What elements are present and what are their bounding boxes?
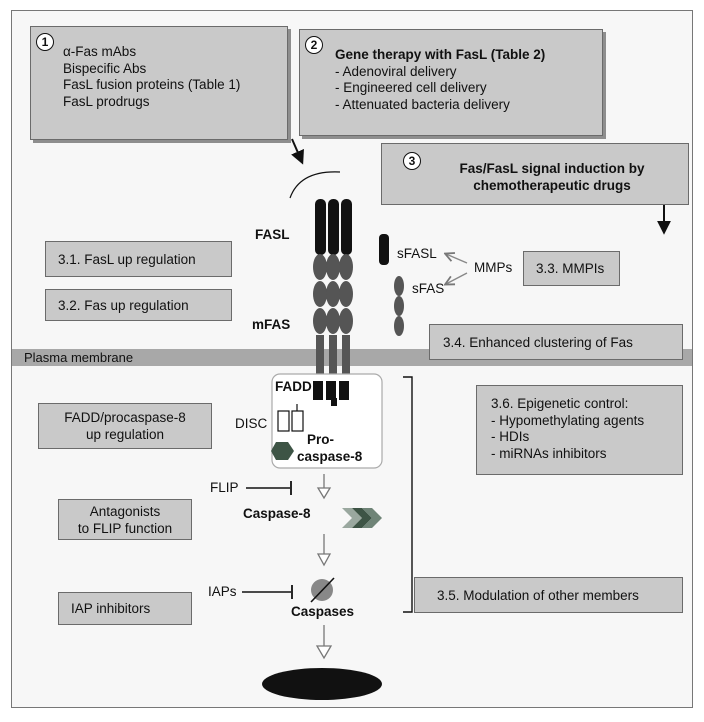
apoptosis-body [262,668,382,700]
box-3-6: 3.6. Epigenetic control: - Hypomethylati… [476,385,683,475]
procaspase-8-rects [277,404,304,432]
label-sfas: sFAS [412,281,445,296]
box2-line-2: - Engineered cell delivery [335,80,487,95]
label-flip: FLIP [210,480,239,495]
label-iaps: IAPs [208,584,237,599]
box3-line-1: Fas/FasL signal induction by [459,161,645,176]
label-procaspase-2: caspase-8 [297,449,363,464]
box-3-3: 3.3. MMPIs [523,251,620,286]
number-badge-2: 2 [305,36,323,54]
box36-title: 3.6. Epigenetic control: [491,396,629,411]
box36-line-1: - Hypomethylating agents [491,412,645,428]
box36-line-3: - miRNAs inhibitors [491,445,607,461]
box-2-gene-therapy: 2 Gene therapy with FasL (Table 2) - Ade… [299,29,603,136]
box2-line-3: - Attenuated bacteria delivery [335,96,510,112]
box-flip-line-2: to FLIP function [77,520,173,536]
number-badge-3: 3 [403,152,421,170]
box-1-fas-agonists: 1 α-Fas mAbs Bispecific Abs FasL fusion … [30,26,288,140]
label-caspases: Caspases [291,604,355,619]
box-fadd-line-1: FADD/procaspase-8 [64,410,186,425]
label-fasl: FASL [255,227,290,242]
label-mfas: mFAS [252,317,291,332]
box-3-4: 3.4. Enhanced clustering of Fas [429,324,683,360]
fasl-trimer [315,199,352,255]
box-3-4-label: 3.4. Enhanced clustering of Fas [443,335,633,350]
disc-complex [271,373,383,469]
fadd-domains [313,381,349,406]
mfas-receptors [313,254,353,379]
box-3-2-label: 3.2. Fas up regulation [58,298,189,313]
box-3-chemotherapy: 3 Fas/FasL signal induction by chemother… [381,143,689,205]
box-3-5-label: 3.5. Modulation of other members [437,588,639,603]
label-caspase-8: Caspase-8 [243,506,311,521]
box1-line-1: α-Fas mAbs [63,44,137,59]
label-mmps: MMPs [474,260,513,275]
plasma-membrane-label: Plasma membrane [24,350,134,365]
box3-line-2: chemotherapeutic drugs [473,177,631,193]
cascade-arrows [315,474,333,660]
arc [289,171,341,199]
box2-line-1: - Adenoviral delivery [335,63,457,79]
sfas-shape [394,276,404,336]
label-disc: DISC [235,416,268,431]
box-3-1-label: 3.1. FasL up regulation [58,252,196,267]
label-fadd: FADD [275,379,312,394]
box1-line-3: FasL fusion proteins (Table 1) [63,77,241,92]
box-3-1: 3.1. FasL up regulation [45,241,232,277]
box-iap-label: IAP inhibitors [71,601,151,616]
box36-line-2: - HDIs [491,429,530,444]
box-3-5: 3.5. Modulation of other members [414,577,683,613]
label-procaspase-1: Pro- [307,432,334,447]
label-sfasl: sFASL [397,246,437,261]
number-badge-1: 1 [36,33,54,51]
box-3-2: 3.2. Fas up regulation [45,289,232,321]
box-fadd-line-2: up regulation [85,426,165,442]
box1-line-4: FasL prodrugs [63,93,150,109]
box-3-3-label: 3.3. MMPIs [536,261,605,276]
box2-title: Gene therapy with FasL (Table 2) [335,47,546,62]
box1-line-2: Bispecific Abs [63,60,147,76]
arrow-box1 [291,138,304,165]
box-iap-inhibitors: IAP inhibitors [58,592,192,625]
bracket [403,376,413,613]
box-flip-antagonists: Antagonists to FLIP function [58,499,192,540]
caspase-8-shape [342,508,382,528]
procaspase-hexagon [271,442,294,460]
box-fadd-upregulation: FADD/procaspase-8 up regulation [38,403,212,449]
box-flip-line-1: Antagonists [89,504,161,519]
sfasl-shape [379,234,389,265]
